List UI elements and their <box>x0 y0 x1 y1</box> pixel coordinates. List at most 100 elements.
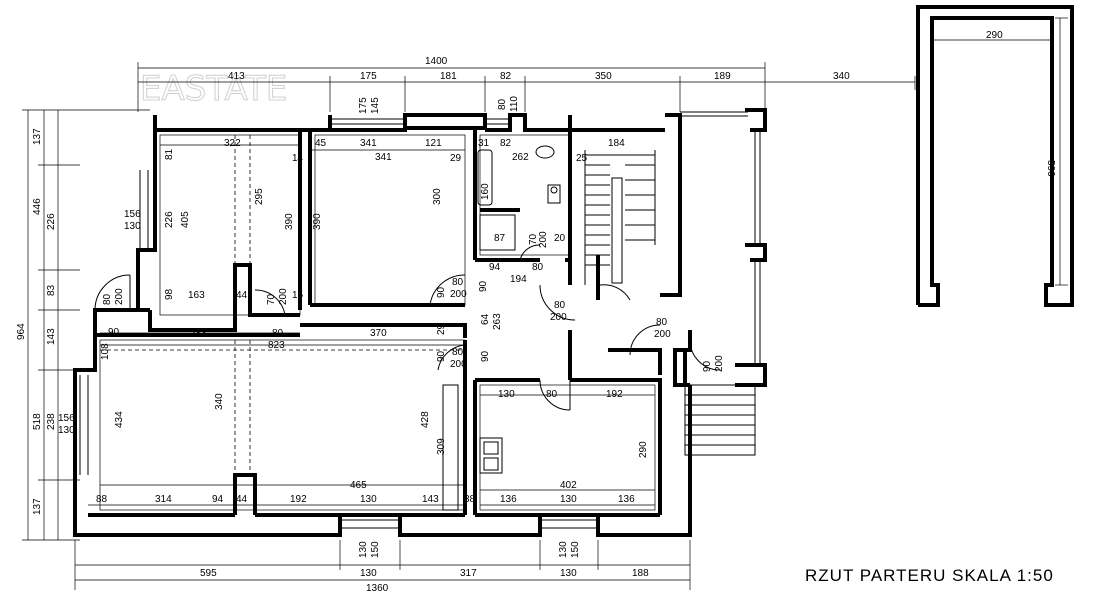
dim-label: 80 <box>554 300 566 311</box>
dim-label: 90 <box>478 280 489 292</box>
dim-label: 295 <box>254 188 265 205</box>
dim-label: 156 <box>124 209 141 220</box>
garage-outline <box>916 5 1074 307</box>
dim-label: 80 <box>656 317 668 328</box>
dim-label: 121 <box>425 138 442 149</box>
dim-label: 64 <box>480 313 491 325</box>
dim-label: 263 <box>492 313 503 330</box>
dim-label: 340 <box>214 393 225 410</box>
dim-label: 136 <box>500 494 517 505</box>
dim-label: 200 <box>714 355 725 372</box>
dim-label: 290 <box>638 441 649 458</box>
dim-label: 322 <box>224 138 241 149</box>
dim-label: 341 <box>360 138 377 149</box>
dim-label: 143 <box>422 494 439 505</box>
dim-label: 137 <box>32 498 43 515</box>
dim-label: 145 <box>370 97 381 114</box>
dim-label: 150 <box>570 541 581 558</box>
dim-label: 90 <box>108 327 120 338</box>
dim-label: 14 <box>292 153 304 164</box>
dim-label: 192 <box>606 389 623 400</box>
dim-label: 80 <box>272 328 284 339</box>
dim-label: 80 <box>452 347 464 358</box>
dim-label: 29 <box>450 153 462 164</box>
dim-label: 87 <box>494 233 506 244</box>
dim-label: 15 <box>292 290 304 301</box>
dim-label: 413 <box>228 71 245 82</box>
dim-label: 200 <box>114 288 125 305</box>
dim-label: 88 <box>96 494 108 505</box>
dim-left-total: 964 <box>16 323 27 340</box>
kitchen-fixtures <box>442 384 503 511</box>
bathroom-fixtures <box>477 145 561 251</box>
dim-label: 90 <box>436 350 447 362</box>
dim-label: 25 <box>576 153 588 164</box>
dim-label: 200 <box>450 289 467 300</box>
dim-label: 90 <box>480 350 491 362</box>
watermark: EASTATE <box>140 69 287 109</box>
dim-label: 31 <box>478 138 490 149</box>
door-swings <box>94 244 721 411</box>
dim-label: 192 <box>290 494 307 505</box>
dim-label: 160 <box>480 183 491 200</box>
dim-label: 405 <box>180 211 191 228</box>
dim-garage-width: 290 <box>986 30 1003 41</box>
dim-label: 465 <box>350 480 367 491</box>
dim-label: 136 <box>618 494 635 505</box>
dim-label: 130 <box>498 389 515 400</box>
dim-label: 81 <box>164 148 175 160</box>
dim-label: 434 <box>114 411 125 428</box>
dim-bottom-total: 1360 <box>366 583 389 594</box>
dim-label: 446 <box>32 198 43 215</box>
dim-label: 200 <box>654 329 671 340</box>
dim-label: 108 <box>100 343 111 360</box>
dim-label: 194 <box>510 274 527 285</box>
dim-label: 110 <box>509 96 520 112</box>
dim-label: 175 <box>358 97 369 114</box>
dim-label: 317 <box>460 568 477 579</box>
dashed-lines <box>100 135 465 475</box>
dim-label: 390 <box>284 213 295 230</box>
dim-label: 130 <box>560 568 577 579</box>
dim-label: 94 <box>212 494 224 505</box>
dim-label: 130 <box>360 568 377 579</box>
dim-label: 80 <box>546 389 558 400</box>
dim-label: 156 <box>58 413 75 424</box>
dim-label: 137 <box>32 128 43 145</box>
windows <box>79 118 598 529</box>
dim-label: 200 <box>538 231 549 248</box>
dim-label: 20 <box>554 233 566 244</box>
inner-outlines <box>99 134 656 511</box>
dim-label: 80 <box>497 98 508 110</box>
dim-garage-height: 590 <box>1045 160 1056 177</box>
dim-label: 38 <box>464 494 476 505</box>
dim-label: 823 <box>268 340 285 351</box>
dim-label: 80 <box>102 293 113 305</box>
terrace <box>680 108 767 387</box>
dim-label: 350 <box>595 71 612 82</box>
dim-label: 44 <box>236 290 248 301</box>
dim-label: 283 <box>190 328 207 339</box>
dim-label: 29 <box>436 323 447 335</box>
dim-label: 90 <box>436 286 447 298</box>
dim-top-total: 1400 <box>425 56 448 67</box>
dim-label: 130 <box>358 541 369 558</box>
dim-label: 181 <box>440 71 457 82</box>
dim-label: 428 <box>420 411 431 428</box>
dim-label: 189 <box>714 71 731 82</box>
dim-label: 70 <box>528 233 539 245</box>
dimension-lines <box>22 62 916 590</box>
dim-label: 130 <box>558 541 569 558</box>
outer-walls <box>73 113 692 537</box>
dim-label: 314 <box>155 494 172 505</box>
dim-label: 238 <box>46 413 57 430</box>
dim-label: 44 <box>236 494 248 505</box>
dim-label: 130 <box>124 221 141 232</box>
dim-label: 82 <box>500 71 512 82</box>
dim-label: 309 <box>436 438 447 455</box>
dim-label: 90 <box>702 360 713 372</box>
dim-label: 390 <box>312 213 323 230</box>
dim-label: 188 <box>632 568 649 579</box>
dim-label: 200 <box>550 312 567 323</box>
